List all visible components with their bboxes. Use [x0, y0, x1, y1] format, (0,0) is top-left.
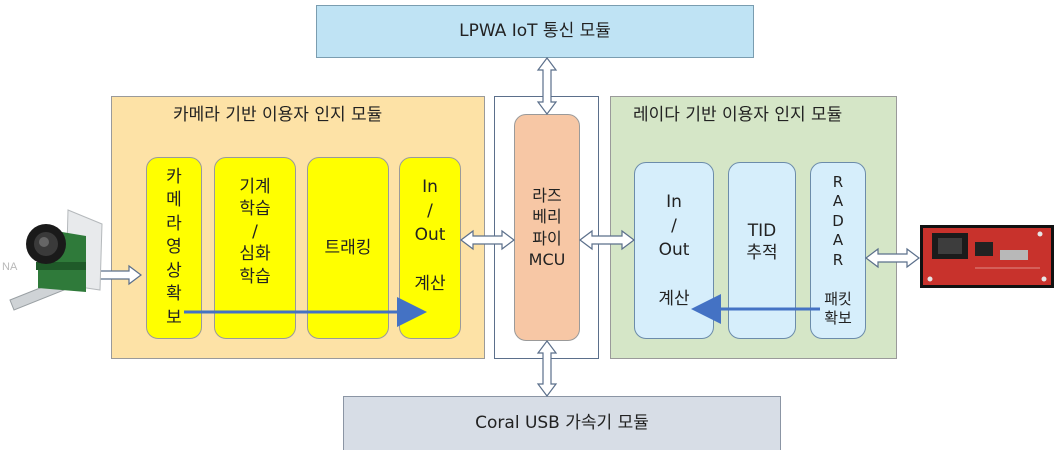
learning-block [214, 157, 296, 339]
coral-usb-module-label: Coral USB 가속기 모듈 [475, 412, 649, 433]
svg-text:NA: NA [2, 261, 18, 273]
radar-board-image [920, 225, 1054, 288]
lpwa-iot-module-label: LPWA IoT 통신 모듈 [459, 21, 611, 42]
tid-tracking-label: TID 추적 [746, 220, 778, 263]
tracking-label: 트래킹 [324, 237, 372, 258]
camera-module-title: 카메라 기반 이용자 인지 모듈 [173, 105, 383, 125]
camera-capture-label: 카 메 라 영 상 확 보 [166, 166, 182, 328]
camera-capture-block [146, 157, 202, 339]
mcu-coral-arrow [536, 340, 558, 397]
coral-usb-module [343, 396, 781, 450]
mcu-radar-arrow [579, 229, 635, 251]
lpwa-iot-module [316, 5, 754, 58]
radar-inout-label: In / Out 계산 [658, 192, 690, 309]
camera-mcu-arrow [460, 229, 515, 251]
camera-inout-label: In / Out 계산 [414, 177, 446, 294]
mcu-label: 라즈 베리 파이 MCU [528, 186, 566, 269]
lpwa-mcu-arrow [536, 57, 558, 115]
mcu-block [514, 114, 580, 341]
learning-label: 기계 학습 / 심화 학습 [239, 176, 271, 287]
radar-module-title: 레이다 기반 이용자 인지 모듈 [633, 105, 843, 125]
camera-device-image: NA [2, 209, 103, 311]
radar-device-arrow [865, 247, 920, 269]
radar-packet-label: R A D A R 패킷 확보 [824, 172, 852, 328]
tracking-block [307, 157, 389, 339]
